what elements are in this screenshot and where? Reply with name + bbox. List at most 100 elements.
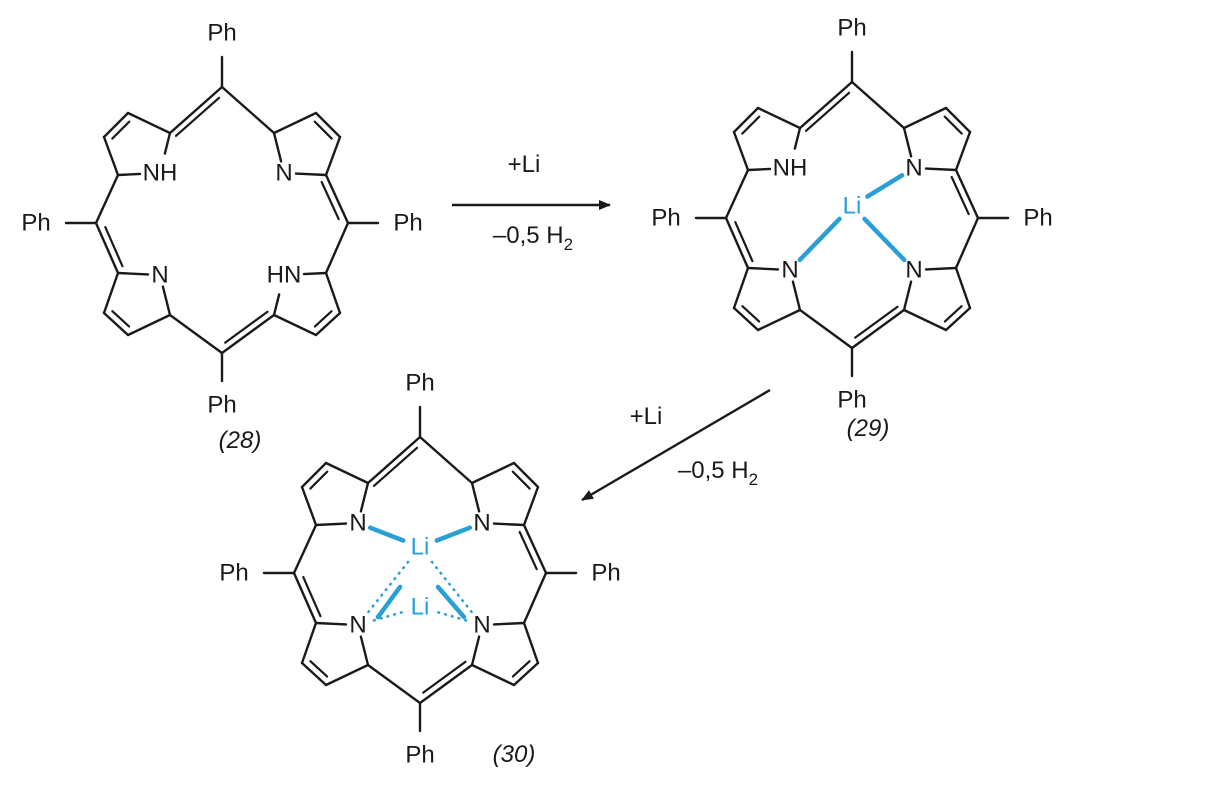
ring-bond — [954, 266, 972, 310]
nitrogen-atom: HN — [267, 262, 302, 289]
li-n-bond — [862, 216, 907, 263]
meso-bond — [168, 313, 224, 355]
double-bond — [111, 120, 131, 140]
li-n-bond — [865, 173, 905, 199]
meso-bond — [220, 85, 276, 135]
double-bond — [950, 175, 970, 216]
ring-bond — [470, 635, 481, 667]
ring-bond — [302, 271, 328, 276]
phenyl-label: Ph — [21, 210, 50, 237]
ring-bond — [294, 172, 328, 177]
ring-bond — [300, 485, 318, 527]
ring-bond — [359, 481, 370, 513]
ring-bond — [732, 306, 760, 332]
ring-bond — [300, 461, 328, 489]
ring-bond — [300, 621, 318, 665]
ring-bond — [746, 167, 772, 172]
ring-bond — [954, 130, 972, 172]
ring-bond — [522, 621, 540, 665]
ring-bond — [944, 106, 972, 134]
meso-bond — [850, 308, 906, 350]
ring-bond — [314, 522, 348, 527]
ring-bond — [161, 285, 172, 317]
lithium-atom: Li — [843, 193, 862, 220]
ring-bond — [324, 663, 370, 687]
ring-bond — [126, 313, 172, 337]
double-bond — [302, 576, 322, 618]
ring-bond — [324, 461, 370, 485]
nitrogen-atom: N — [781, 257, 798, 284]
meso-bond — [292, 571, 318, 625]
meso-bond — [220, 313, 276, 355]
meso-bond — [418, 435, 474, 485]
nitrogen-atom: N — [905, 257, 922, 284]
nitrogen-atom: N — [905, 155, 922, 182]
nitrogen-atom: N — [275, 160, 292, 187]
meso-bond — [724, 216, 750, 270]
ring-bond — [470, 461, 516, 485]
ring-bond — [272, 293, 281, 317]
double-bond — [804, 91, 851, 132]
ring-bond — [512, 661, 540, 687]
reaction-arrow-2 — [581, 388, 771, 502]
ring-bond — [102, 111, 130, 139]
meso-bond — [522, 571, 548, 625]
meso-bond — [168, 85, 224, 135]
ring-bond — [300, 661, 328, 687]
li-n-bond — [435, 584, 467, 620]
meso-bond — [798, 308, 854, 350]
meso-bond — [954, 168, 980, 220]
phenyl-label: Ph — [1023, 205, 1052, 232]
ring-bond — [732, 266, 750, 310]
double-bond — [511, 470, 531, 490]
li-n-bond — [365, 560, 410, 616]
nitrogen-atom: N — [473, 510, 490, 537]
phenyl-label: Ph — [207, 20, 236, 47]
meso-bond — [324, 173, 350, 225]
phenyl-label: Ph — [837, 387, 866, 414]
ring-bond — [314, 111, 342, 139]
reaction-1-reagent: +Li — [508, 151, 541, 178]
ring-bond — [793, 126, 802, 150]
meso-bond — [292, 523, 318, 575]
li-n-bond — [434, 525, 473, 543]
double-bond — [313, 120, 333, 140]
ring-bond — [324, 135, 342, 177]
ring-bond — [902, 308, 948, 332]
ring-bond — [102, 311, 130, 337]
double-bond — [943, 305, 963, 323]
ring-bond — [116, 172, 142, 177]
phenyl-label: Ph — [405, 370, 434, 397]
meso-bond — [850, 80, 906, 130]
ring-bond — [314, 621, 348, 626]
nitrogen-atom: NH — [143, 160, 178, 187]
phenyl-label: Ph — [405, 742, 434, 769]
ring-bond — [791, 280, 802, 312]
double-bond — [111, 310, 131, 328]
double-bond — [511, 660, 531, 678]
meso-bond — [522, 523, 548, 575]
ring-bond — [902, 280, 913, 312]
nitrogen-atom: N — [349, 510, 366, 537]
double-bond — [174, 96, 221, 137]
phenyl-label: Ph — [837, 15, 866, 42]
ring-bond — [732, 106, 760, 134]
double-bond — [741, 305, 761, 323]
meso-bond — [724, 168, 750, 220]
double-bond — [309, 660, 329, 678]
nitrogen-atom: N — [151, 262, 168, 289]
double-bond — [854, 305, 899, 339]
ring-bond — [314, 311, 342, 337]
double-bond — [372, 446, 419, 487]
ring-bond — [492, 522, 526, 527]
ring-bond — [756, 308, 802, 332]
li-n-bond — [797, 216, 842, 263]
double-bond — [224, 310, 269, 344]
meso-bond — [798, 80, 854, 130]
meso-bond — [366, 435, 422, 485]
ring-bond — [359, 635, 370, 667]
meso-bond — [94, 221, 120, 275]
li-n-bond — [370, 610, 404, 623]
